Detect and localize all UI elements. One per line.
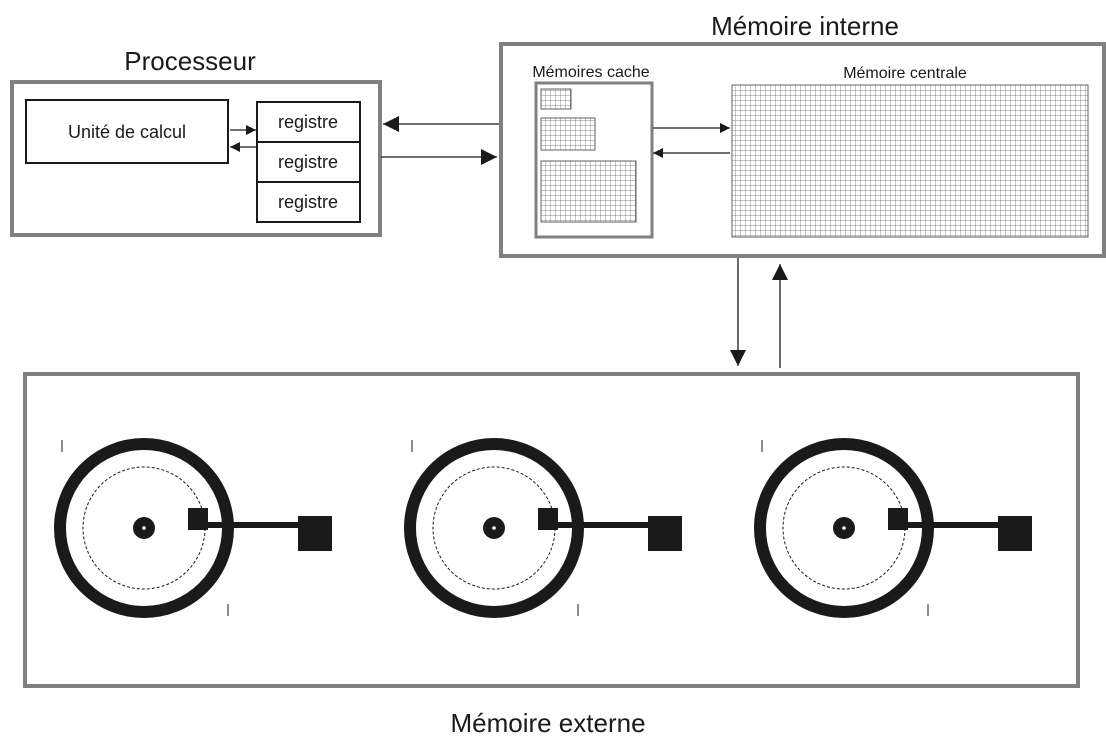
- alu-box: [25, 99, 229, 164]
- processor-frame: [10, 80, 382, 237]
- cache-grid-l1: [540, 88, 572, 110]
- internal-memory-frame: [499, 42, 1106, 258]
- disk-read-head: [188, 508, 208, 530]
- register-label: registre: [278, 192, 338, 212]
- disk-spindle-hole: [842, 526, 846, 530]
- disk-head-arm: [556, 522, 650, 528]
- processor-block: Processeur Unité de calcul registre regi…: [10, 46, 382, 237]
- internal-memory-title: Mémoire interne: [711, 11, 899, 41]
- disk-spindle-hole: [492, 526, 496, 530]
- external-memory-block: Mémoire externe: [23, 372, 1080, 738]
- disk-group: [54, 438, 1032, 618]
- register-box: [256, 141, 361, 183]
- disk-head-arm: [906, 522, 1000, 528]
- disk-actuator: [298, 516, 332, 551]
- register-label: registre: [278, 152, 338, 172]
- internal-memory-block: Mémoire interne Mémoires cache Mémoire c…: [499, 11, 1106, 258]
- processor-title: Processeur: [124, 46, 256, 76]
- main-memory-grid: [731, 84, 1089, 238]
- main-memory-label: Mémoire centrale: [843, 65, 967, 82]
- cache-grid-l2: [540, 117, 596, 151]
- external-memory-frame: [23, 372, 1080, 688]
- register-label: registre: [278, 112, 338, 132]
- cache-grid-l3: [540, 160, 637, 223]
- alu-label: Unité de calcul: [68, 122, 186, 142]
- external-memory-title: Mémoire externe: [450, 708, 645, 738]
- disk-actuator: [998, 516, 1032, 551]
- register-box: [256, 181, 361, 223]
- cache-label: Mémoires cache: [532, 64, 649, 81]
- disk-read-head: [538, 508, 558, 530]
- disk-spindle-hole: [142, 526, 146, 530]
- disk-actuator: [648, 516, 682, 551]
- disk-read-head: [888, 508, 908, 530]
- disk-head-arm: [206, 522, 300, 528]
